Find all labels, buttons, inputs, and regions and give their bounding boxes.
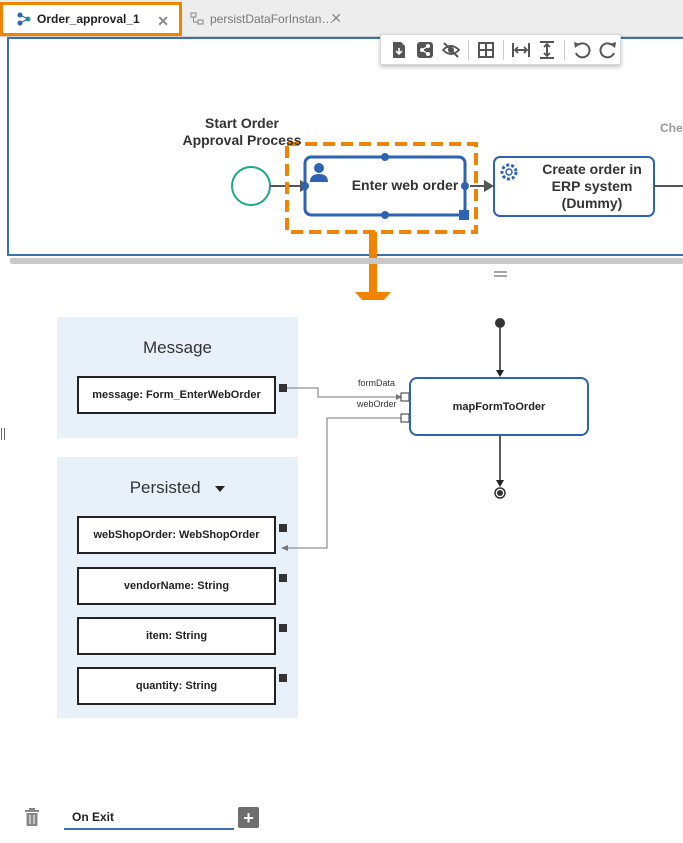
diagram-toolbar bbox=[380, 34, 621, 65]
message-panel: Message message: Form_EnterWebOrder bbox=[57, 317, 298, 438]
diagram-svg bbox=[10, 142, 683, 300]
input-label-formdata: formData bbox=[358, 378, 396, 388]
toolbar-divider bbox=[468, 39, 469, 60]
tab-label: Order_approval_1 bbox=[37, 12, 140, 26]
process-icon bbox=[190, 12, 204, 25]
task-label: Enter web order bbox=[351, 177, 459, 193]
mapping-connector[interactable] bbox=[284, 417, 409, 549]
persisted-field[interactable]: vendorName: String bbox=[77, 567, 276, 605]
horizontal-scrollbar[interactable] bbox=[10, 258, 683, 264]
persisted-field[interactable]: quantity: String bbox=[77, 667, 276, 705]
export-icon[interactable] bbox=[387, 38, 411, 62]
output-port[interactable] bbox=[279, 384, 287, 392]
close-icon[interactable]: ✕ bbox=[330, 10, 342, 26]
resize-handle[interactable] bbox=[459, 210, 469, 220]
persisted-panel: Persisted webShopOrder: WebShopOrder ven… bbox=[57, 457, 298, 718]
arrow-head bbox=[281, 545, 288, 551]
arrow-head bbox=[484, 180, 494, 192]
process-icon bbox=[17, 12, 31, 26]
resize-handle[interactable] bbox=[301, 182, 309, 190]
on-exit-tab[interactable]: On Exit bbox=[64, 806, 234, 830]
task-label: Create order in ERP system (Dummy) bbox=[542, 161, 642, 211]
input-label-weborder: webOrder bbox=[357, 399, 397, 409]
footer-bar bbox=[0, 800, 683, 843]
toolbar-divider bbox=[564, 39, 565, 60]
side-splitter-grip[interactable] bbox=[1, 428, 5, 440]
flow-start-dot bbox=[495, 318, 505, 328]
input-port[interactable] bbox=[400, 392, 410, 402]
arrow-head bbox=[496, 370, 504, 377]
output-port[interactable] bbox=[279, 624, 287, 632]
arrow-head bbox=[396, 394, 402, 400]
output-port[interactable] bbox=[279, 524, 287, 532]
add-button[interactable]: + bbox=[238, 807, 259, 828]
mapping-connector[interactable] bbox=[287, 387, 400, 398]
start-event[interactable] bbox=[231, 166, 271, 206]
resize-handle[interactable] bbox=[461, 182, 469, 190]
share-icon[interactable] bbox=[413, 38, 437, 62]
tab-label: persistDataForInstan… bbox=[210, 12, 334, 26]
close-icon[interactable]: ✕ bbox=[157, 13, 169, 29]
orange-arrow-head bbox=[355, 292, 391, 300]
flow-end-dot-inner bbox=[497, 490, 503, 496]
gear-icon bbox=[500, 163, 518, 181]
map-task-box[interactable]: mapFormToOrder bbox=[409, 377, 589, 436]
panel-title: Message bbox=[143, 338, 212, 357]
fit-height-icon[interactable] bbox=[535, 38, 559, 62]
user-task-icon bbox=[310, 163, 328, 182]
panel-title[interactable]: Persisted bbox=[57, 478, 298, 498]
message-field[interactable]: message: Form_EnterWebOrder bbox=[77, 376, 276, 414]
arrow-head bbox=[496, 480, 504, 487]
resize-handle[interactable] bbox=[381, 211, 389, 219]
tab-persist-data[interactable]: persistDataForInstan… ✕ bbox=[184, 2, 352, 36]
chevron-down-icon[interactable] bbox=[215, 485, 226, 492]
redo-icon[interactable] bbox=[596, 38, 620, 62]
tab-order-approval[interactable]: Order_approval_1 ✕ bbox=[0, 2, 182, 36]
process-diagram-canvas[interactable] bbox=[7, 37, 683, 256]
mapping-svg bbox=[281, 318, 506, 551]
start-event-label: Start Order Approval Process bbox=[182, 115, 302, 148]
trash-icon[interactable] bbox=[24, 808, 40, 826]
fit-width-icon[interactable] bbox=[509, 38, 533, 62]
persisted-field[interactable]: item: String bbox=[77, 617, 276, 655]
selection-highlight bbox=[285, 142, 478, 234]
undo-icon[interactable] bbox=[570, 38, 594, 62]
persisted-field[interactable]: webShopOrder: WebShopOrder bbox=[77, 516, 276, 554]
output-port[interactable] bbox=[279, 674, 287, 682]
toolbar-divider bbox=[503, 39, 504, 60]
grid-icon[interactable] bbox=[474, 38, 498, 62]
output-port[interactable] bbox=[279, 574, 287, 582]
cut-off-label: Che bbox=[660, 121, 683, 135]
hide-icon[interactable] bbox=[439, 38, 463, 62]
input-port[interactable] bbox=[400, 413, 410, 423]
resize-handle[interactable] bbox=[381, 153, 389, 161]
